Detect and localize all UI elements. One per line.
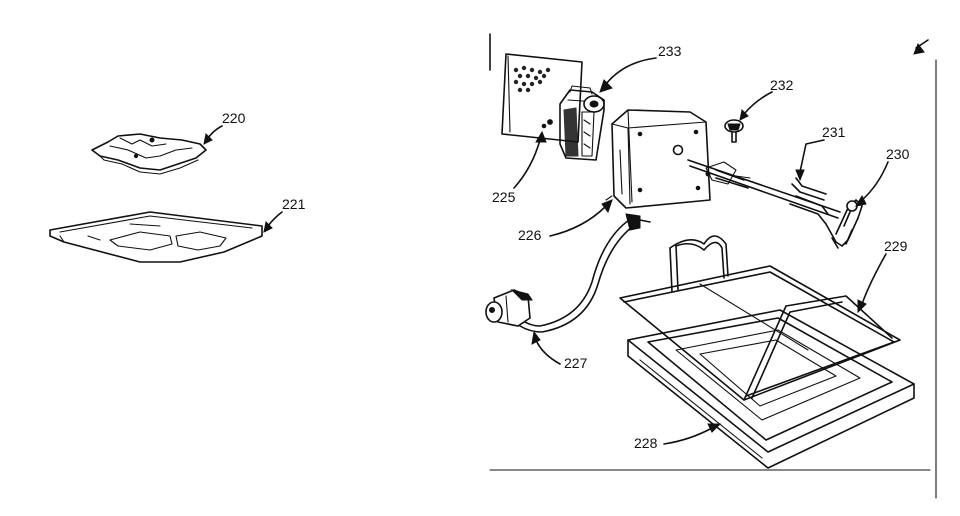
label-229: 229	[884, 238, 908, 254]
plug-connector	[485, 289, 533, 327]
label-227: 227	[564, 355, 588, 371]
part-232-screw	[724, 119, 744, 143]
part-231-spit-rod	[687, 159, 841, 225]
label-225: 225	[492, 189, 516, 205]
part-220-cover	[91, 133, 207, 175]
callout-220: 220	[203, 110, 246, 145]
part-221-base-plate	[49, 211, 263, 263]
part-229-wire-rack	[619, 235, 901, 401]
part-226-housing-box	[605, 109, 711, 209]
sheet-framing-marks	[489, 33, 937, 499]
callout-226: 226	[518, 199, 613, 243]
label-230: 230	[886, 146, 910, 162]
callout-230: 230	[854, 146, 910, 207]
part-225-back-plate	[501, 53, 583, 143]
callout-233: 233	[599, 43, 682, 93]
callout-225: 225	[492, 130, 547, 205]
part-233-motor	[559, 85, 605, 161]
perforation-pattern	[513, 65, 551, 93]
label-221: 221	[282, 196, 306, 212]
callout-228: 228	[634, 423, 722, 451]
label-232: 232	[770, 77, 794, 93]
label-228: 228	[634, 435, 658, 451]
callout-221: 221	[263, 196, 306, 233]
label-233: 233	[658, 43, 682, 59]
callout-229: 229	[857, 238, 908, 314]
label-231: 231	[822, 124, 846, 140]
part-230-spit-handle	[825, 199, 863, 249]
part-228-drip-pan	[627, 309, 915, 469]
label-220: 220	[222, 110, 246, 126]
part-227-power-cord	[485, 213, 651, 333]
label-226: 226	[518, 227, 542, 243]
callout-232: 232	[739, 77, 794, 121]
callout-231: 231	[795, 124, 846, 182]
callout-227: 227	[531, 330, 588, 371]
